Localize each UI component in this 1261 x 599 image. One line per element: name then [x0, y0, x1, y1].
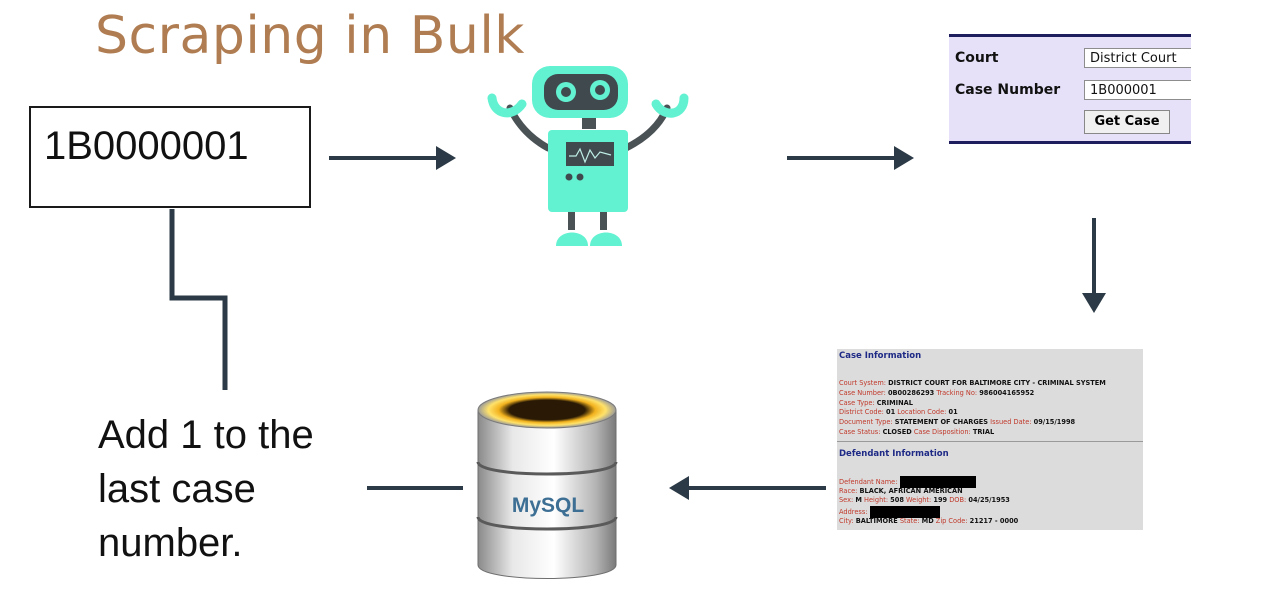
- address-row: Address:: [839, 506, 940, 518]
- case-information-heading: Case Information: [839, 351, 922, 361]
- case-number-label: Case Number: [955, 82, 1061, 98]
- robot-icon: [487, 66, 689, 246]
- case-number-box: [29, 106, 311, 208]
- district-code-row: District Code: 01 Location Code: 01: [839, 408, 958, 416]
- race-row: Race: BLACK, AFRICAN AMERICAN: [839, 487, 963, 495]
- case-information-panel: Case Information Court System: DISTRICT …: [837, 349, 1143, 530]
- case-status-row: Case Status: CLOSED Case Disposition: TR…: [839, 428, 995, 436]
- case-type-row: Case Type: CRIMINAL: [839, 399, 913, 407]
- court-select[interactable]: District Court: [1084, 48, 1191, 68]
- slide-title: Scraping in Bulk: [95, 6, 525, 66]
- feedback-connector: [169, 209, 228, 390]
- note-line-1: Add 1 to the: [98, 413, 314, 457]
- redacted-address-block: [869, 506, 940, 518]
- defendant-information-heading: Defendant Information: [839, 449, 949, 459]
- case-number-text: 1B0000001: [44, 124, 249, 168]
- section-divider: [837, 441, 1143, 442]
- court-search-form: Court District Court Case Number 1B00000…: [949, 34, 1191, 144]
- court-label: Court: [955, 50, 999, 66]
- note-line-3: number.: [98, 521, 243, 565]
- case-number-row: Case Number: 0B00286293 Tracking No: 986…: [839, 389, 1035, 397]
- database-icon: [476, 391, 618, 579]
- note-line-2: last case: [98, 467, 256, 511]
- court-system-row: Court System: DISTRICT COURT FOR BALTIMO…: [839, 379, 1106, 387]
- city-row: City: BALTIMORE State: MD Zip Code: 2121…: [839, 517, 1019, 525]
- redacted-name-block: [899, 476, 976, 488]
- sex-row: Sex: M Height: 508 Weight: 199 DOB: 04/2…: [839, 496, 1010, 504]
- get-case-button[interactable]: Get Case: [1084, 110, 1170, 134]
- document-type-row: Document Type: STATEMENT OF CHARGES Issu…: [839, 418, 1076, 426]
- case-number-input[interactable]: 1B000001: [1084, 80, 1191, 100]
- increment-note: Add 1 to the last case number.: [98, 408, 314, 570]
- mysql-logo-text: MySQL: [512, 494, 585, 517]
- defendant-name-row: Defendant Name:: [839, 476, 976, 488]
